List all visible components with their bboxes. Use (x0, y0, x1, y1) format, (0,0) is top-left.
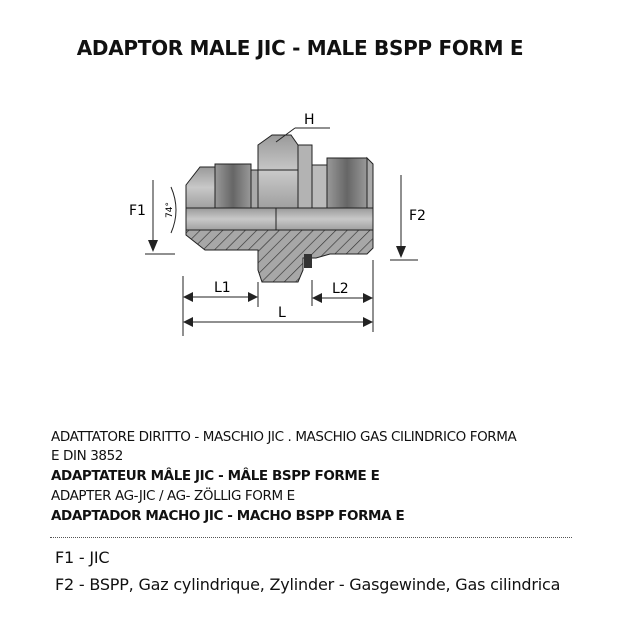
page-title: ADAPTOR MALE JIC - MALE BSPP FORM E (76, 36, 524, 60)
description-es: ADAPTADOR MACHO JIC - MACHO BSPP FORMA E (51, 508, 405, 524)
description-de: ADAPTER AG-JIC / AG- ZÖLLIG FORM E (51, 488, 295, 504)
divider (50, 537, 572, 538)
thread-f2: F2 - BSPP, Gaz cylindrique, Zylinder - G… (55, 575, 561, 594)
label-l: L (278, 305, 286, 321)
seal-ring (304, 254, 312, 268)
description-it-cont: E DIN 3852 (51, 448, 123, 464)
label-f1: F1 (129, 203, 146, 219)
fitting-section (185, 229, 374, 283)
label-l2: L2 (332, 281, 349, 297)
description-it: ADATTATORE DIRITTO - MASCHIO JIC . MASCH… (51, 429, 517, 445)
description-fr: ADAPTATEUR MÂLE JIC - MÂLE BSPP FORME E (51, 468, 380, 484)
label-angle: 74° (165, 202, 175, 218)
fitting-upper-half (185, 134, 374, 209)
label-h: H (304, 112, 315, 128)
label-f2: F2 (409, 208, 426, 224)
bore (185, 207, 374, 231)
thread-f1: F1 - JIC (55, 548, 110, 567)
label-l1: L1 (214, 280, 231, 296)
